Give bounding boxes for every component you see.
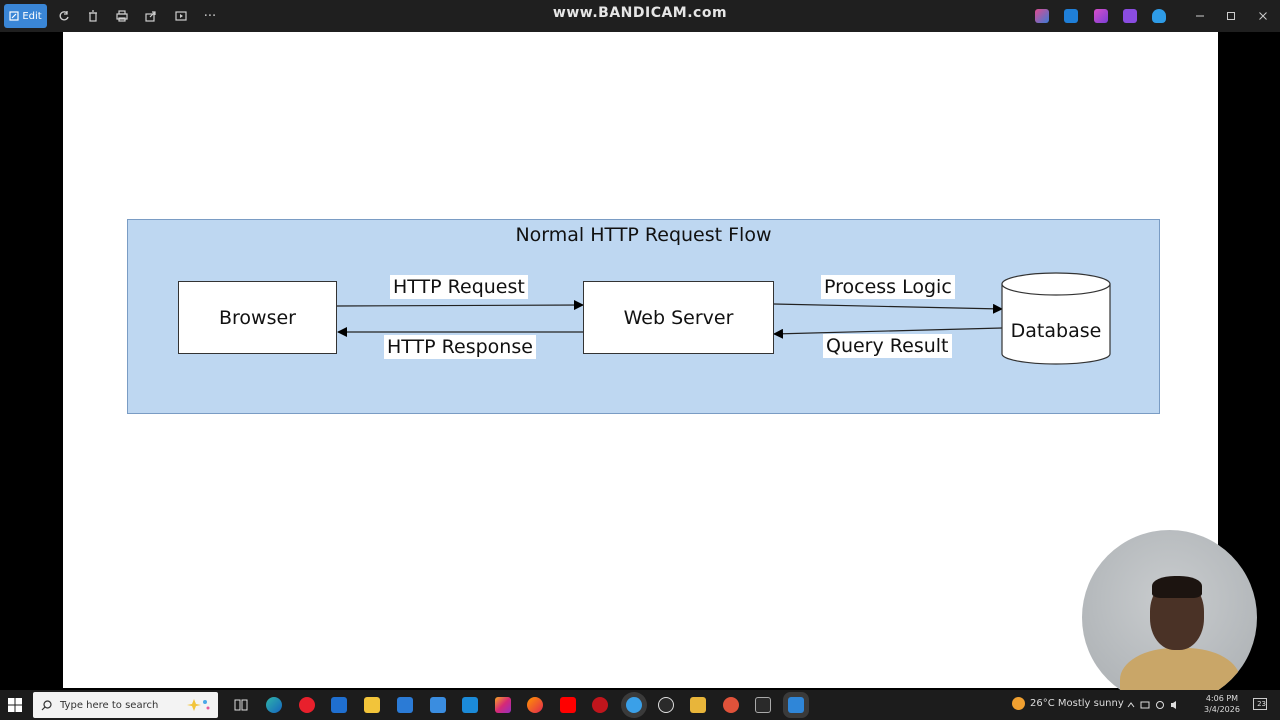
slideshow-button[interactable] <box>172 4 190 28</box>
close-button[interactable] <box>1253 6 1273 26</box>
database-node-label: Database <box>1010 320 1102 342</box>
microsoft-store-icon[interactable] <box>397 697 413 713</box>
slideshow-icon <box>175 11 187 21</box>
vscode-icon[interactable] <box>462 697 478 713</box>
windows-start-icon[interactable] <box>8 698 22 712</box>
taskbar-search-box[interactable]: Type here to search <box>33 692 218 718</box>
printer-icon <box>116 10 128 22</box>
search-placeholder: Type here to search <box>60 699 159 711</box>
edge-process-logic <box>773 303 1003 314</box>
weather-text: 26°C Mostly sunny <box>1030 698 1124 709</box>
edge-label-http-response: HTTP Response <box>384 335 536 359</box>
close-icon <box>1259 12 1267 20</box>
database-node[interactable]: Database <box>1002 296 1110 366</box>
sparkle-icon <box>187 699 210 711</box>
bandicam-watermark: www.BANDICAM.com <box>552 5 728 21</box>
print-button[interactable] <box>113 4 131 28</box>
git-app-icon[interactable] <box>723 697 739 713</box>
edge-query-result <box>773 327 1003 339</box>
media-player-icon[interactable] <box>658 697 674 713</box>
windows-taskbar: Type here to search 26°C Mostly sunny 4:… <box>0 690 1280 720</box>
rotate-button[interactable] <box>55 4 73 28</box>
sun-icon <box>1012 697 1025 710</box>
diagram-edges <box>336 272 1111 365</box>
browser-node-label: Browser <box>219 306 296 329</box>
edge-label-http-request: HTTP Request <box>390 275 528 299</box>
edit-button[interactable]: Edit <box>4 4 47 28</box>
outlook-icon[interactable] <box>331 697 347 713</box>
more-label: ··· <box>203 8 217 24</box>
image-canvas: Normal HTTP Request Flow Browser <box>63 32 1218 688</box>
clipchamp-icon[interactable] <box>1094 9 1108 23</box>
taskbar-clock[interactable]: 4:06 PM 3/4/2026 <box>1204 693 1240 715</box>
weather-widget[interactable]: 26°C Mostly sunny <box>1012 697 1124 710</box>
drawio-app-icon[interactable] <box>1064 9 1078 23</box>
edge-label-process-logic: Process Logic <box>821 275 955 299</box>
diagram-title: Normal HTTP Request Flow <box>515 224 772 246</box>
clock-date: 3/4/2026 <box>1204 705 1240 714</box>
search-icon <box>41 699 52 710</box>
edge-label-query-result: Query Result <box>823 334 952 358</box>
delete-button[interactable] <box>84 4 102 28</box>
trash-icon <box>89 10 97 22</box>
rotate-icon <box>59 11 69 21</box>
onedrive-icon[interactable] <box>1152 9 1166 23</box>
chrome-like-browser-icon[interactable] <box>626 697 642 713</box>
clock-time: 4:06 PM <box>1205 694 1239 703</box>
database-cylinder <box>1001 272 1111 365</box>
task-view-icon[interactable] <box>233 697 249 713</box>
minimize-icon <box>1196 15 1204 17</box>
copilot-icon[interactable] <box>1035 9 1049 23</box>
notification-center-button[interactable]: 23 <box>1253 698 1267 710</box>
opera-browser-icon[interactable] <box>299 697 315 713</box>
minimize-button[interactable] <box>1190 6 1210 26</box>
record-app-icon[interactable] <box>592 697 608 713</box>
file-explorer-icon[interactable] <box>364 697 380 713</box>
terminal-icon[interactable] <box>755 697 771 713</box>
diagram-container: Normal HTTP Request Flow Browser <box>127 219 1160 414</box>
browser-node[interactable]: Browser <box>178 281 337 354</box>
firefox-icon[interactable] <box>527 697 543 713</box>
purple-app-icon[interactable] <box>1123 9 1137 23</box>
drawio-taskbar-icon[interactable] <box>788 697 804 713</box>
presenter-hair <box>1152 576 1202 598</box>
webcam-overlay <box>1082 530 1257 705</box>
notification-count: 23 <box>1257 700 1266 708</box>
share-button[interactable] <box>142 4 160 28</box>
mail-app-icon[interactable] <box>430 697 446 713</box>
sketch-app-icon[interactable] <box>690 697 706 713</box>
edge-http-request <box>336 300 584 311</box>
web-server-node[interactable]: Web Server <box>583 281 774 354</box>
more-options-button[interactable]: ··· <box>200 4 220 28</box>
share-icon <box>145 11 156 22</box>
edge-browser-icon[interactable] <box>266 697 282 713</box>
app-titlebar: Edit ··· www.BANDICAM.com <box>0 0 1280 32</box>
maximize-icon <box>1227 12 1235 20</box>
system-tray-icons[interactable] <box>1127 700 1187 710</box>
instagram-icon[interactable] <box>495 697 511 713</box>
edit-icon <box>9 11 19 21</box>
maximize-button[interactable] <box>1221 6 1241 26</box>
edit-label: Edit <box>22 10 42 22</box>
web-server-node-label: Web Server <box>623 306 734 329</box>
youtube-icon[interactable] <box>560 697 576 713</box>
